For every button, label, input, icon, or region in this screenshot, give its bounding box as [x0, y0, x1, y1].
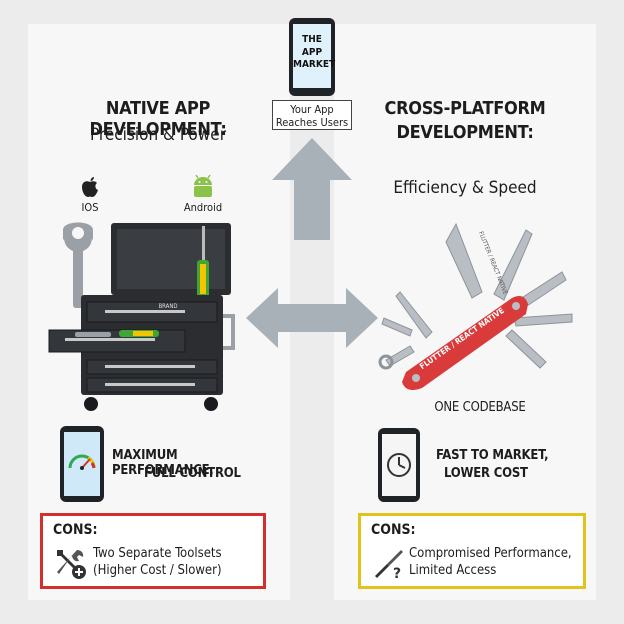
one-codebase-label: ONE CODEBASE: [434, 400, 526, 415]
android-label: Android: [183, 201, 223, 214]
cross-cons-title: CONS:: [371, 522, 416, 538]
native-benefit-line1: MAXIMUM PERFORMANCE,: [112, 448, 214, 478]
cross-title-line1: CROSS-PLATFORM: [384, 98, 546, 119]
svg-text:?: ?: [393, 566, 401, 582]
app-market-label: Your App Reaches Users: [272, 100, 352, 130]
native-cons-line1: Two Separate Toolsets: [93, 546, 222, 561]
cross-cons-box: CONS: ? Compromised Performance, Limited…: [358, 513, 586, 589]
cross-benefit-line1: FAST TO MARKET,: [436, 448, 549, 463]
cross-benefit-line2: LOWER COST: [444, 466, 528, 481]
app-market-title: THE APP MARKET: [293, 34, 336, 70]
screwdriver-question-icon: ?: [375, 550, 403, 582]
cross-title-line2: DEVELOPMENT:: [396, 122, 534, 143]
native-benefit-line2: FULL CONTROL: [144, 466, 241, 481]
ios-label: IOS: [81, 201, 99, 214]
clock-phone-icon: [378, 428, 420, 502]
native-title: NATIVE APP DEVELOPMENT:: [89, 98, 227, 140]
cross-subtitle: Efficiency & Speed: [393, 178, 537, 198]
apple-icon: [82, 177, 98, 197]
native-cons-title: CONS:: [53, 522, 98, 538]
app-market-phone-icon: THE APP MARKET: [289, 18, 335, 96]
tools-icon: [57, 550, 86, 579]
toolbox-brand: BRAND: [158, 303, 178, 310]
performance-phone-icon: [60, 426, 104, 502]
android-icon: [194, 174, 212, 197]
toolbox-icon: [48, 222, 235, 411]
native-subtitle: Precision & Power: [90, 125, 226, 145]
cross-platform-panel: [334, 24, 596, 600]
cross-cons-line2: Limited Access: [409, 563, 497, 578]
cross-cons-line1: Compromised Performance,: [409, 546, 572, 561]
native-cons-box: CONS: Two Separate Toolsets (Higher Cost…: [40, 513, 266, 589]
multitool-knife-icon: [378, 222, 573, 390]
native-cons-line2: (Higher Cost / Slower): [93, 563, 222, 578]
